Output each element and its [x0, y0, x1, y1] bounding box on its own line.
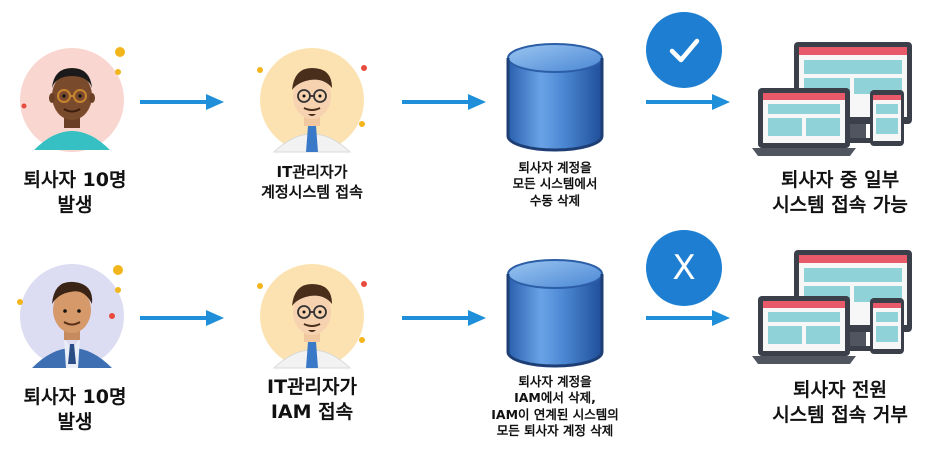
check-icon: [669, 38, 700, 63]
it-admin-avatar-2: [252, 258, 372, 378]
result-label-2-line1: 퇴사자 전원: [792, 379, 887, 401]
database-icon: [500, 256, 610, 370]
employee-label-2: 퇴사자 10명 발생: [0, 385, 150, 434]
close-icon: X: [672, 248, 696, 288]
arrow-icon: [646, 94, 730, 110]
arrow-icon: [140, 310, 224, 326]
check-badge: [646, 12, 722, 88]
it-admin-label-1-line2: 계정시스템 접속: [261, 182, 363, 201]
employee-label-1: 퇴사자 10명 발생: [0, 168, 150, 217]
database-icon: [500, 40, 610, 154]
database-label-1-line3: 수동 삭제: [529, 192, 581, 208]
it-admin-label-2-line1: IT관리자가: [267, 376, 357, 398]
arrow-icon: [402, 310, 486, 326]
x-badge: X: [646, 230, 722, 306]
result-label-2: 퇴사자 전원 시스템 접속 거부: [745, 378, 935, 427]
result-label-1: 퇴사자 중 일부 시스템 접속 가능: [745, 168, 935, 217]
database-label-2: 퇴사자 계정을 IAM에서 삭제, IAM이 연계된 시스템의 모든 퇴사자 계…: [465, 374, 645, 439]
employee-label-1-line2: 발생: [57, 193, 93, 216]
it-admin-label-2-line2: IAM 접속: [270, 400, 354, 423]
arrow-icon: [140, 94, 224, 110]
database-label-1-line2: 모든 시스템에서: [512, 176, 598, 192]
it-admin-label-1-line1: IT관리자가: [276, 163, 348, 181]
employee-avatar-1: [14, 42, 134, 162]
database-label-2-line3: IAM이 연계된 시스템의: [491, 406, 619, 422]
employee-avatar-2: [14, 258, 134, 378]
result-label-1-line1: 퇴사자 중 일부: [780, 169, 900, 191]
it-admin-label-1: IT관리자가 계정시스템 접속: [232, 163, 392, 202]
database-label-2-line1: 퇴사자 계정을: [518, 374, 592, 389]
employee-label-2-line1: 퇴사자 10명: [23, 386, 127, 408]
database-label-1: 퇴사자 계정을 모든 시스템에서 수동 삭제: [470, 160, 640, 209]
arrow-icon: [646, 310, 730, 326]
devices-icon: [752, 40, 922, 165]
database-label-2-line4: 모든 퇴사자 계정 삭제: [496, 422, 614, 438]
arrow-icon: [402, 94, 486, 110]
employee-label-1-line1: 퇴사자 10명: [23, 169, 127, 191]
employee-label-2-line2: 발생: [57, 410, 93, 433]
it-admin-avatar-1: [252, 42, 372, 162]
database-label-1-line1: 퇴사자 계정을: [518, 160, 592, 175]
database-label-2-line2: IAM에서 삭제,: [514, 390, 596, 406]
result-label-1-line2: 시스템 접속 가능: [772, 193, 908, 216]
devices-icon: [752, 248, 922, 373]
result-label-2-line2: 시스템 접속 거부: [772, 403, 908, 426]
it-admin-label-2: IT관리자가 IAM 접속: [232, 375, 392, 424]
